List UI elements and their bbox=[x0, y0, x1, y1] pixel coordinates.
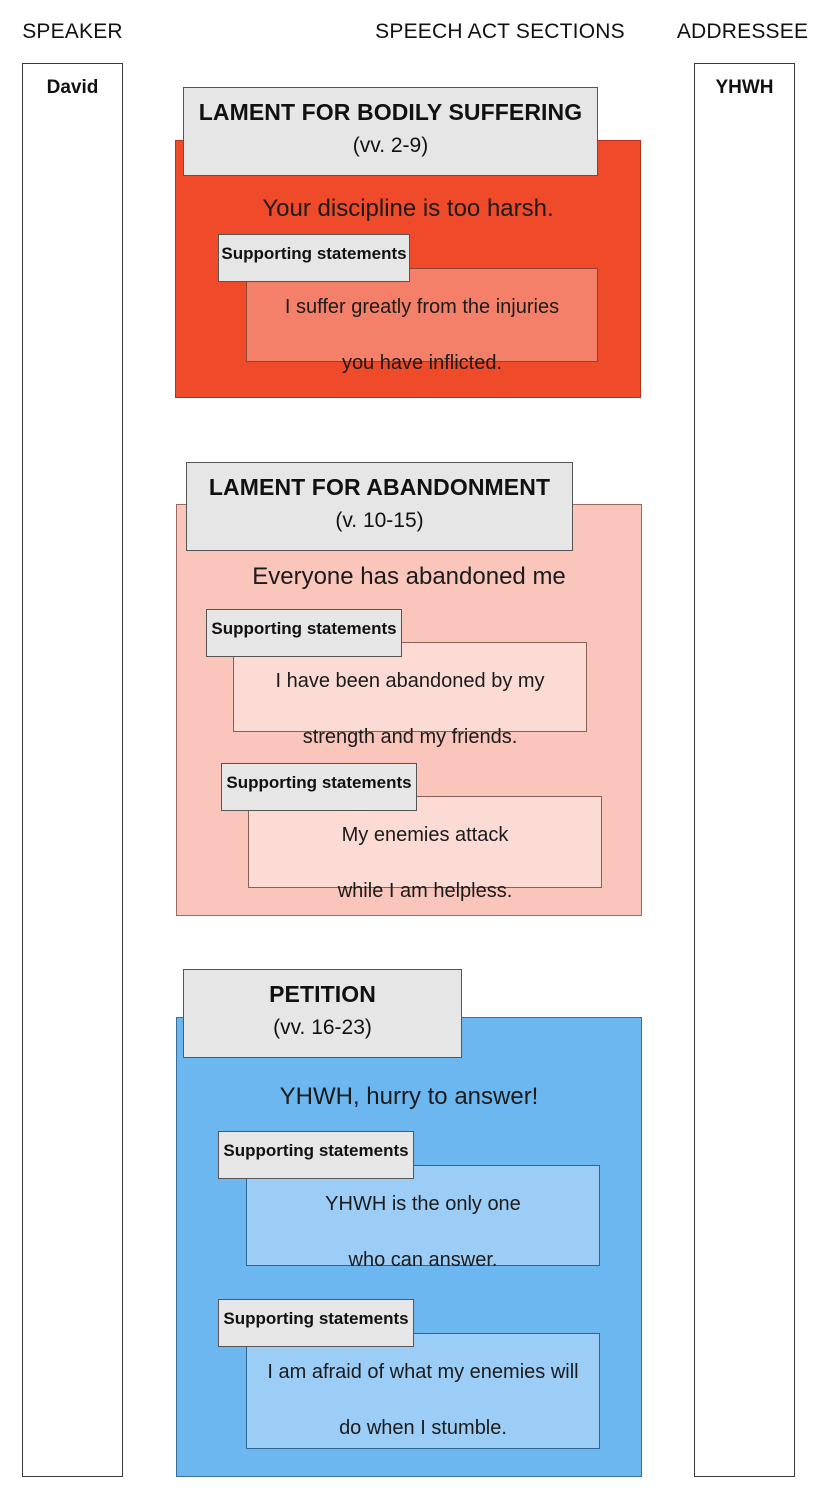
section-verses-lament-for-bodily-suffering: (vv. 2-9) bbox=[352, 134, 429, 157]
addressee-lane-label: YHWH bbox=[715, 77, 774, 98]
supporting-statements-label-line2: statements bbox=[306, 619, 397, 638]
supporting-statements-label-3b: Supporting statements bbox=[218, 1299, 414, 1347]
supporting-statement-box-1: I suffer greatly from the injuries you h… bbox=[246, 268, 598, 374]
supporting-statement-line2: who can answer. bbox=[348, 1249, 498, 1271]
addressee-lane: YHWH bbox=[694, 63, 795, 1477]
section-verses-lament-for-abandonment: (v. 10-15) bbox=[335, 509, 424, 532]
supporting-statements-label-3a: Supporting statements bbox=[218, 1131, 414, 1179]
column-header-addressee: ADDRESSEE bbox=[676, 20, 809, 43]
supporting-statement-line2: while I am helpless. bbox=[337, 880, 513, 902]
supporting-statements-label-line1: Supporting bbox=[221, 244, 313, 263]
supporting-statements-label-2b: Supporting statements bbox=[221, 763, 417, 811]
section-title-lament-for-bodily-suffering: LAMENT FOR BODILY SUFFERING bbox=[198, 99, 583, 125]
supporting-statements-label-2a: Supporting statements bbox=[206, 609, 402, 657]
supporting-statements-label-line1: Supporting bbox=[211, 619, 303, 638]
supporting-statements-label-line2: statements bbox=[318, 1141, 409, 1160]
section-header-card-lament-for-bodily-suffering: LAMENT FOR BODILY SUFFERING (vv. 2-9) bbox=[183, 87, 598, 176]
supporting-statement-line2: do when I stumble. bbox=[339, 1417, 507, 1439]
section-verses-petition: (vv. 16-23) bbox=[273, 1016, 372, 1039]
section-headline-lament-for-abandonment: Everyone has abandoned me bbox=[252, 563, 566, 590]
column-header-speaker: SPEAKER bbox=[22, 20, 123, 43]
supporting-statement-line2: you have inflicted. bbox=[341, 352, 503, 374]
speaker-lane: David bbox=[22, 63, 123, 1477]
supporting-statements-label-line2: statements bbox=[316, 244, 407, 263]
supporting-statements-label-line1: Supporting bbox=[223, 1309, 315, 1328]
supporting-statement-box-3b: I am afraid of what my enemies will do w… bbox=[246, 1333, 600, 1449]
supporting-statement-line1: My enemies attack bbox=[341, 824, 509, 846]
supporting-statement-line1: YHWH is the only one bbox=[325, 1193, 521, 1215]
supporting-statement-box-3a: YHWH is the only one who can answer. bbox=[246, 1165, 600, 1271]
supporting-statement-line1: I suffer greatly from the injuries bbox=[284, 296, 560, 318]
supporting-statements-label-line2: statements bbox=[318, 1309, 409, 1328]
supporting-statements-label-line1: Supporting bbox=[226, 773, 318, 792]
supporting-statements-label-line1: Supporting bbox=[223, 1141, 315, 1160]
section-title-petition: PETITION bbox=[269, 981, 376, 1007]
supporting-statement-box-2b: My enemies attack while I am helpless. bbox=[248, 796, 602, 902]
section-headline-lament-for-bodily-suffering: Your discipline is too harsh. bbox=[262, 195, 554, 222]
supporting-statement-line1: I am afraid of what my enemies will bbox=[267, 1361, 579, 1383]
supporting-statement-line1: I have been abandoned by my bbox=[275, 670, 545, 692]
column-header-sections: SPEECH ACT SECTIONS bbox=[375, 20, 625, 43]
supporting-statement-box-2a: I have been abandoned by my strength and… bbox=[233, 642, 587, 748]
section-header-card-lament-for-abandonment: LAMENT FOR ABANDONMENT (v. 10-15) bbox=[186, 462, 573, 551]
section-headline-petition: YHWH, hurry to answer! bbox=[279, 1083, 539, 1110]
section-title-lament-for-abandonment: LAMENT FOR ABANDONMENT bbox=[208, 474, 551, 500]
supporting-statements-label-line2: statements bbox=[321, 773, 412, 792]
section-header-card-petition: PETITION (vv. 16-23) bbox=[183, 969, 462, 1058]
supporting-statements-label-1: Supporting statements bbox=[218, 234, 410, 282]
speaker-lane-label: David bbox=[46, 77, 99, 98]
supporting-statement-line2: strength and my friends. bbox=[302, 726, 518, 748]
